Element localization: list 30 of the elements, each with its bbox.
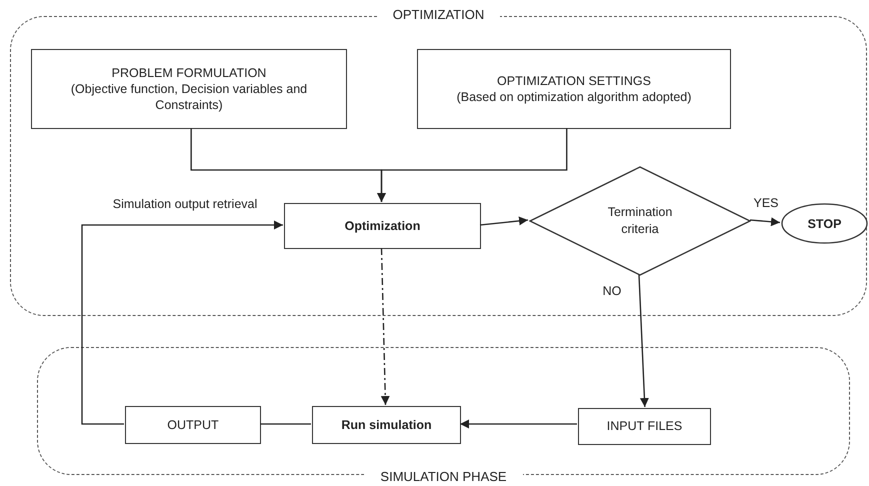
- decision-diamond: [529, 166, 751, 276]
- process-box: [312, 406, 461, 444]
- process-box: [31, 49, 347, 129]
- terminal-ellipse: [781, 203, 868, 244]
- process-box: [578, 408, 711, 445]
- terminal-text: STOP: [808, 216, 842, 230]
- arrow: [638, 274, 649, 408]
- box-title: OPTIMIZATION SETTINGS: [496, 72, 652, 89]
- arrow: [380, 248, 390, 406]
- edge-label: NO: [602, 284, 622, 300]
- process-box: [417, 49, 731, 129]
- box-title: Optimization: [344, 218, 422, 234]
- arrow: [480, 216, 528, 226]
- arrow: [377, 128, 568, 202]
- group-title: OPTIMIZATION: [376, 7, 500, 22]
- arrow: [750, 217, 780, 226]
- arrow: [81, 220, 283, 425]
- box-title: INPUT FILES: [606, 418, 684, 435]
- box-description: (Objective function, Decision variables and Constraints): [70, 80, 308, 114]
- process-box: [284, 203, 481, 249]
- box-description: (Based on optimization algorithm adopted): [456, 89, 692, 106]
- group-title: SIMULATION PHASE: [364, 469, 523, 484]
- box-title: Run simulation: [340, 416, 433, 434]
- arrow: [460, 420, 577, 428]
- decision-text: Termination criteria: [606, 204, 674, 238]
- connector-line: [260, 423, 311, 425]
- box-title: PROBLEM FORMULATION: [110, 64, 268, 81]
- process-box: [125, 406, 261, 444]
- box-title: OUTPUT: [166, 416, 220, 434]
- edge-label: YES: [752, 196, 780, 212]
